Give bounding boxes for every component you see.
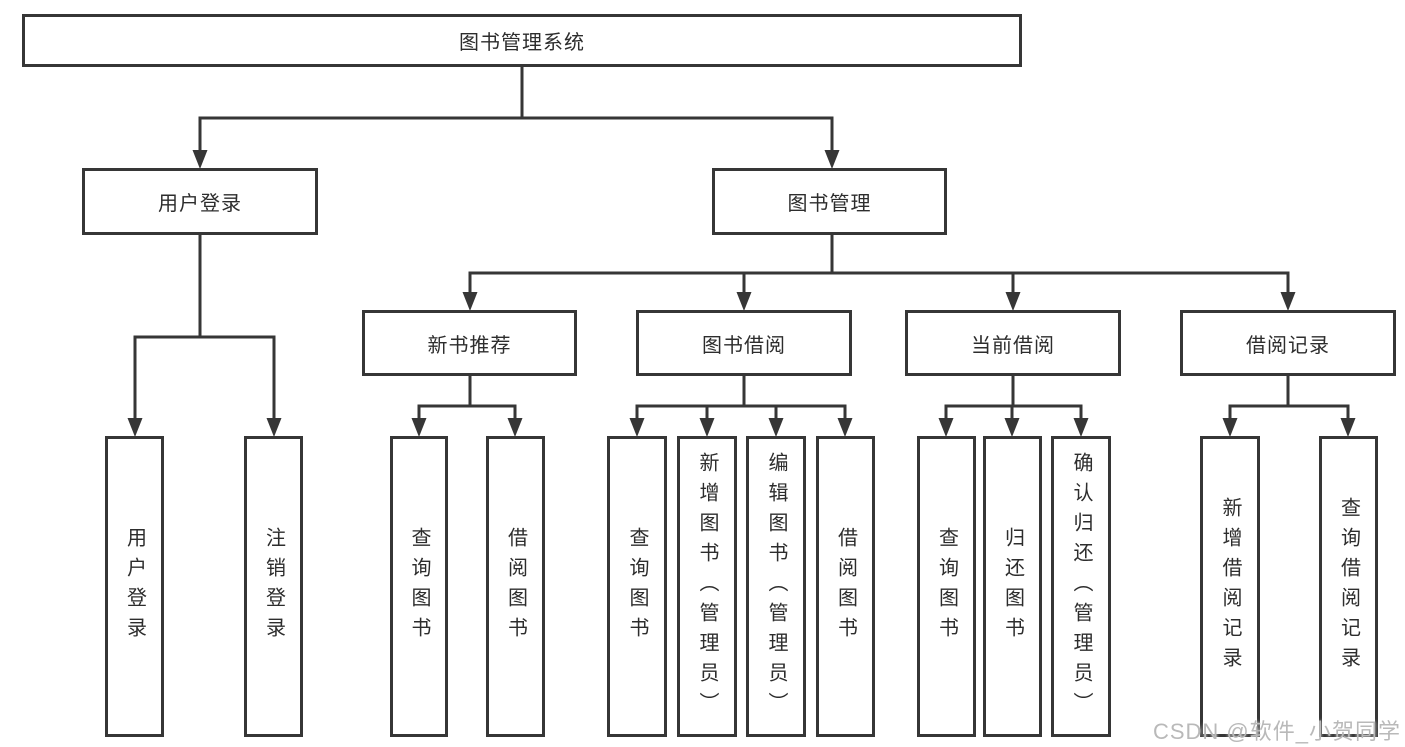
leaf-borrow-edit-books: 编辑图书（管理员） — [746, 436, 806, 737]
node-borrow-records: 借阅记录 — [1180, 310, 1396, 376]
leaf-records-query-record: 查询借阅记录 — [1319, 436, 1378, 737]
leaf-recommend-borrow-books: 借阅图书 — [486, 436, 545, 737]
node-user-login-label: 用户登录 — [158, 193, 242, 215]
arrow-head — [266, 418, 282, 437]
leaf-current-confirm-return: 确认归还（管理员） — [1051, 436, 1111, 737]
arrow-head — [462, 292, 478, 311]
leaf-current-query-books-label: 查询图书 — [935, 526, 958, 647]
connector-recommend-split — [411, 376, 523, 437]
node-user-login: 用户登录 — [82, 168, 318, 235]
leaf-records-query-record-label: 查询借阅记录 — [1337, 496, 1360, 677]
arrow-head — [768, 418, 784, 437]
node-book-management-label: 图书管理 — [787, 193, 872, 215]
arrow-head — [837, 418, 853, 437]
arrow-head — [411, 418, 427, 437]
arrow-head — [699, 418, 715, 437]
arrow-head — [824, 150, 840, 169]
node-new-book-recommend-label: 新书推荐 — [427, 334, 512, 357]
leaf-current-return-books-label: 归还图书 — [1001, 526, 1024, 647]
leaf-recommend-borrow-books-label: 借阅图书 — [504, 526, 527, 647]
arrow-head — [127, 418, 143, 437]
leaf-user-login: 用户登录 — [105, 436, 164, 737]
leaf-recommend-query-books-label: 查询图书 — [408, 526, 430, 647]
leaf-borrow-add-books-label: 新增图书（管理员） — [696, 451, 718, 722]
arrow-head — [1005, 292, 1021, 311]
connector-records-split — [1222, 376, 1356, 437]
arrow-head — [629, 418, 645, 437]
leaf-borrow-borrow-books: 借阅图书 — [816, 436, 875, 737]
arrow-head — [192, 150, 208, 169]
watermark: CSDN @软件_小贺同学 — [1152, 719, 1401, 744]
leaf-borrow-query-books: 查询图书 — [607, 436, 667, 737]
arrow-head — [1004, 418, 1020, 437]
leaf-current-query-books: 查询图书 — [917, 436, 976, 737]
node-current-borrow-label: 当前借阅 — [971, 334, 1055, 357]
arrow-head — [1222, 418, 1238, 437]
leaf-user-login-label: 用户登录 — [123, 526, 146, 647]
node-borrow-records-label: 借阅记录 — [1246, 334, 1330, 357]
leaf-records-add-record-label: 新增借阅记录 — [1219, 496, 1241, 677]
leaf-borrow-borrow-books-label: 借阅图书 — [834, 526, 857, 647]
node-book-borrow: 图书借阅 — [636, 310, 852, 376]
leaf-logout: 注销登录 — [244, 436, 303, 737]
node-current-borrow: 当前借阅 — [905, 310, 1121, 376]
connector-root-split — [192, 67, 840, 169]
arrow-head — [1073, 418, 1089, 437]
leaf-logout-label: 注销登录 — [262, 526, 285, 647]
connector-borrow-split — [629, 376, 853, 437]
arrow-head — [1280, 292, 1296, 311]
arrow-head — [938, 418, 954, 437]
leaf-records-add-record: 新增借阅记录 — [1200, 436, 1260, 737]
connector-book-management-split — [462, 235, 1296, 311]
leaf-recommend-query-books: 查询图书 — [390, 436, 448, 737]
node-root-label: 图书管理系统 — [459, 32, 585, 54]
arrow-head — [1340, 418, 1356, 437]
connector-current-split — [938, 376, 1089, 437]
leaf-current-return-books: 归还图书 — [983, 436, 1042, 737]
leaf-borrow-edit-books-label: 编辑图书（管理员） — [765, 451, 787, 722]
connector-user-login-split — [127, 235, 282, 437]
arrow-head — [507, 418, 523, 437]
leaf-borrow-add-books: 新增图书（管理员） — [677, 436, 737, 737]
leaf-current-confirm-return-label: 确认归还（管理员） — [1070, 451, 1092, 722]
node-book-borrow-label: 图书借阅 — [702, 334, 786, 357]
leaf-borrow-query-books-label: 查询图书 — [626, 526, 648, 647]
node-new-book-recommend: 新书推荐 — [362, 310, 577, 376]
arrow-head — [736, 292, 752, 311]
node-book-management: 图书管理 — [712, 168, 947, 235]
node-root: 图书管理系统 — [22, 14, 1022, 67]
